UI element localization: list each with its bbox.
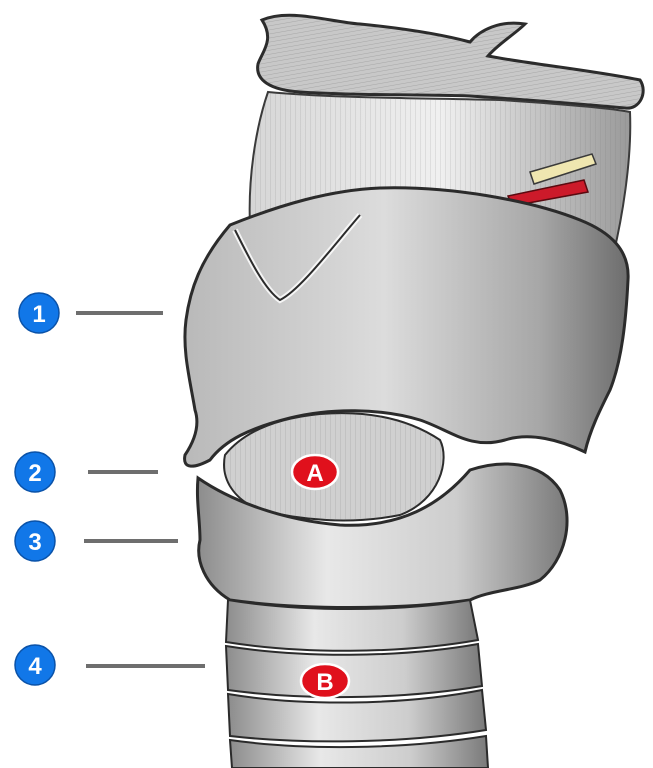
letter-badge-a: A — [292, 455, 338, 489]
letter-badge-b-label: B — [316, 669, 333, 696]
number-badge-2-label: 2 — [28, 460, 41, 487]
number-badge-2: 2 — [15, 452, 55, 492]
number-badge-3-label: 3 — [28, 529, 41, 556]
trachea-ring-2 — [226, 644, 482, 697]
number-badge-1: 1 — [19, 293, 59, 333]
letter-badge-a-label: A — [306, 460, 323, 487]
number-badge-4-label: 4 — [28, 653, 42, 680]
letter-badge-b: B — [301, 664, 349, 698]
trachea — [226, 600, 488, 768]
number-badge-3: 3 — [15, 521, 55, 561]
number-badge-1-label: 1 — [32, 301, 45, 328]
number-badge-4: 4 — [15, 645, 55, 685]
leader-lines — [76, 313, 205, 666]
